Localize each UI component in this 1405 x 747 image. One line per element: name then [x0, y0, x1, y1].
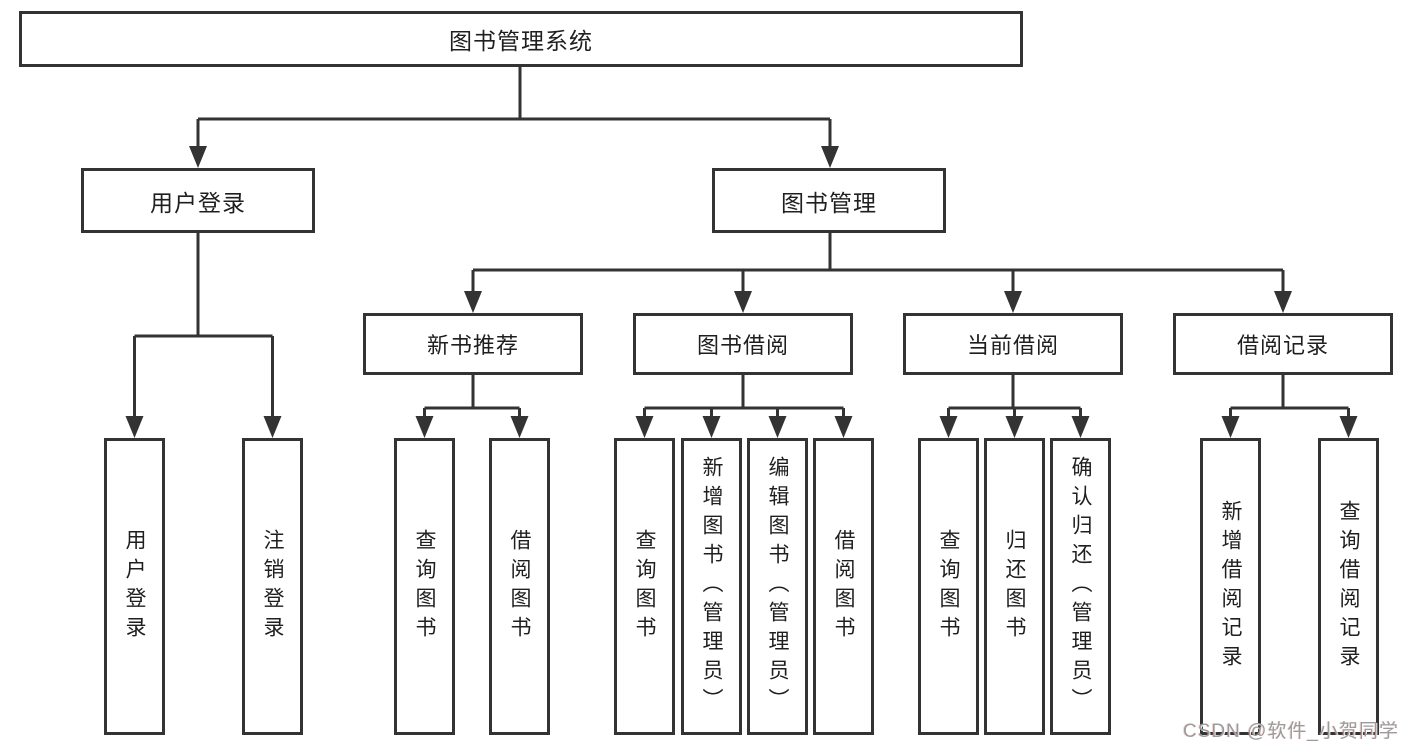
node-book-management: 图书管理 — [712, 168, 946, 233]
leaf-add-borrow-record: 新增借阅记录 — [1200, 438, 1261, 735]
node-user-login: 用户登录 — [81, 168, 315, 233]
node-label: 新增图书（管理员） — [700, 456, 723, 717]
node-current-borrow: 当前借阅 — [903, 313, 1123, 375]
arrowheads-leaves — [125, 416, 1358, 438]
leaf-query-books-1: 查询图书 — [394, 438, 455, 735]
node-label: 用户登录 — [150, 189, 246, 216]
leaf-borrow-books-2: 借阅图书 — [813, 438, 874, 735]
node-label: 注销登录 — [261, 528, 284, 645]
node-borrow-records: 借阅记录 — [1173, 313, 1393, 375]
leaf-user-login: 用户登录 — [104, 438, 165, 735]
leaf-add-books-admin: 新增图书（管理员） — [681, 438, 742, 735]
leaf-query-books-2: 查询图书 — [614, 438, 675, 735]
node-label: 确认归还（管理员） — [1069, 456, 1092, 717]
node-label: 用户登录 — [123, 528, 146, 645]
node-label: 图书管理 — [781, 189, 877, 216]
node-label: 借阅图书 — [832, 528, 855, 645]
node-label: 借阅图书 — [508, 528, 531, 645]
node-label: 编辑图书（管理员） — [766, 456, 789, 717]
node-label: 查询图书 — [937, 528, 960, 645]
node-label: 新增借阅记录 — [1219, 499, 1242, 674]
node-label: 查询借阅记录 — [1337, 499, 1360, 674]
csdn-watermark: CSDN @软件_小贺同学 — [1183, 721, 1399, 742]
node-label: 查询图书 — [413, 528, 436, 645]
node-library-system: 图书管理系统 — [19, 11, 1023, 67]
leaf-confirm-return-admin: 确认归还（管理员） — [1050, 438, 1111, 735]
leaf-edit-books-admin: 编辑图书（管理员） — [747, 438, 808, 735]
leaf-borrow-books-1: 借阅图书 — [489, 438, 550, 735]
node-label: 图书借阅 — [696, 333, 789, 358]
node-book-borrow: 图书借阅 — [633, 313, 853, 375]
arrowheads-level3 — [464, 291, 1292, 313]
leaf-query-books-3: 查询图书 — [918, 438, 979, 735]
node-label: 当前借阅 — [966, 333, 1059, 358]
node-label: 借阅记录 — [1236, 333, 1329, 358]
node-label: 查询图书 — [633, 528, 656, 645]
node-new-book-recommend: 新书推荐 — [363, 313, 583, 375]
leaf-return-books: 归还图书 — [984, 438, 1045, 735]
leaf-query-borrow-record: 查询借阅记录 — [1318, 438, 1379, 735]
node-label: 归还图书 — [1003, 528, 1026, 645]
arrowheads-level2 — [189, 146, 839, 168]
connector-segments — [133, 67, 1350, 420]
node-label: 新书推荐 — [426, 333, 519, 358]
node-label: 图书管理系统 — [449, 28, 593, 54]
leaf-logout: 注销登录 — [242, 438, 303, 735]
